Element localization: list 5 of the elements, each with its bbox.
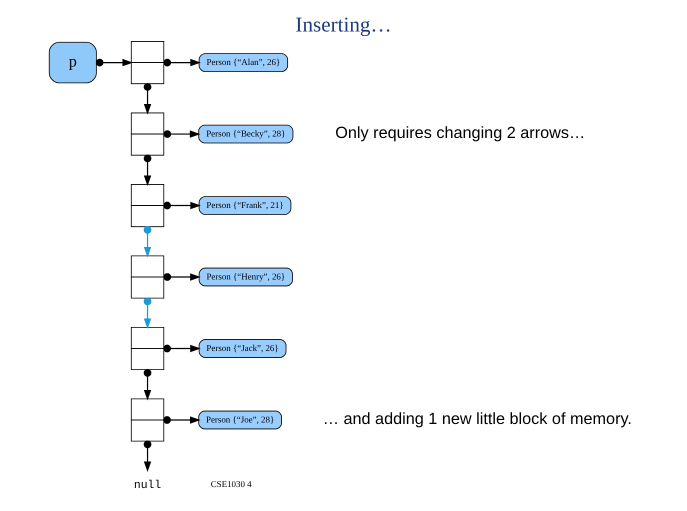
diagram-title: Inserting…	[295, 12, 392, 37]
label: CSE1030 4	[210, 479, 252, 490]
label: Only requires changing 2 arrows…	[335, 124, 586, 142]
label: … and adding 1 new little block of memory.	[322, 410, 632, 428]
node-text: null	[134, 480, 162, 492]
